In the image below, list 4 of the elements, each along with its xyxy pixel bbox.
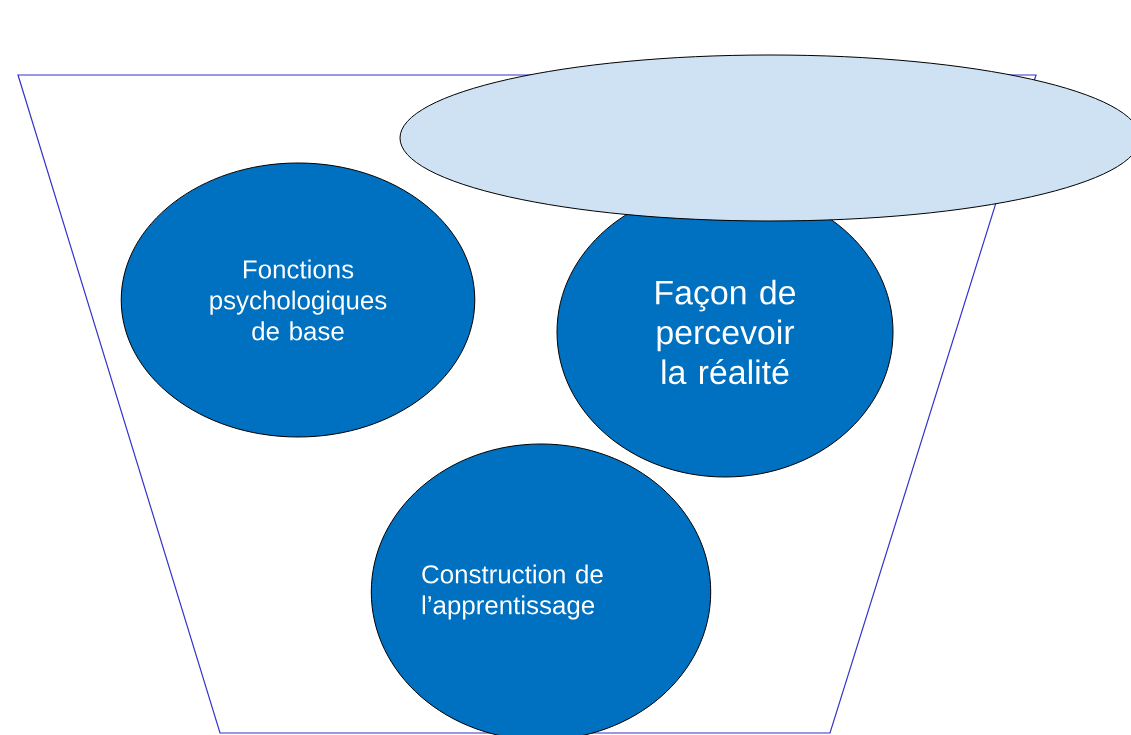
circle-node: Fonctions psychologiques de base [120,162,476,438]
circle-node: Construction de l’apprentissage [370,443,712,735]
circle-node: Façon de percevoir la réalité [556,186,894,478]
ellipse-shape [399,54,1131,222]
